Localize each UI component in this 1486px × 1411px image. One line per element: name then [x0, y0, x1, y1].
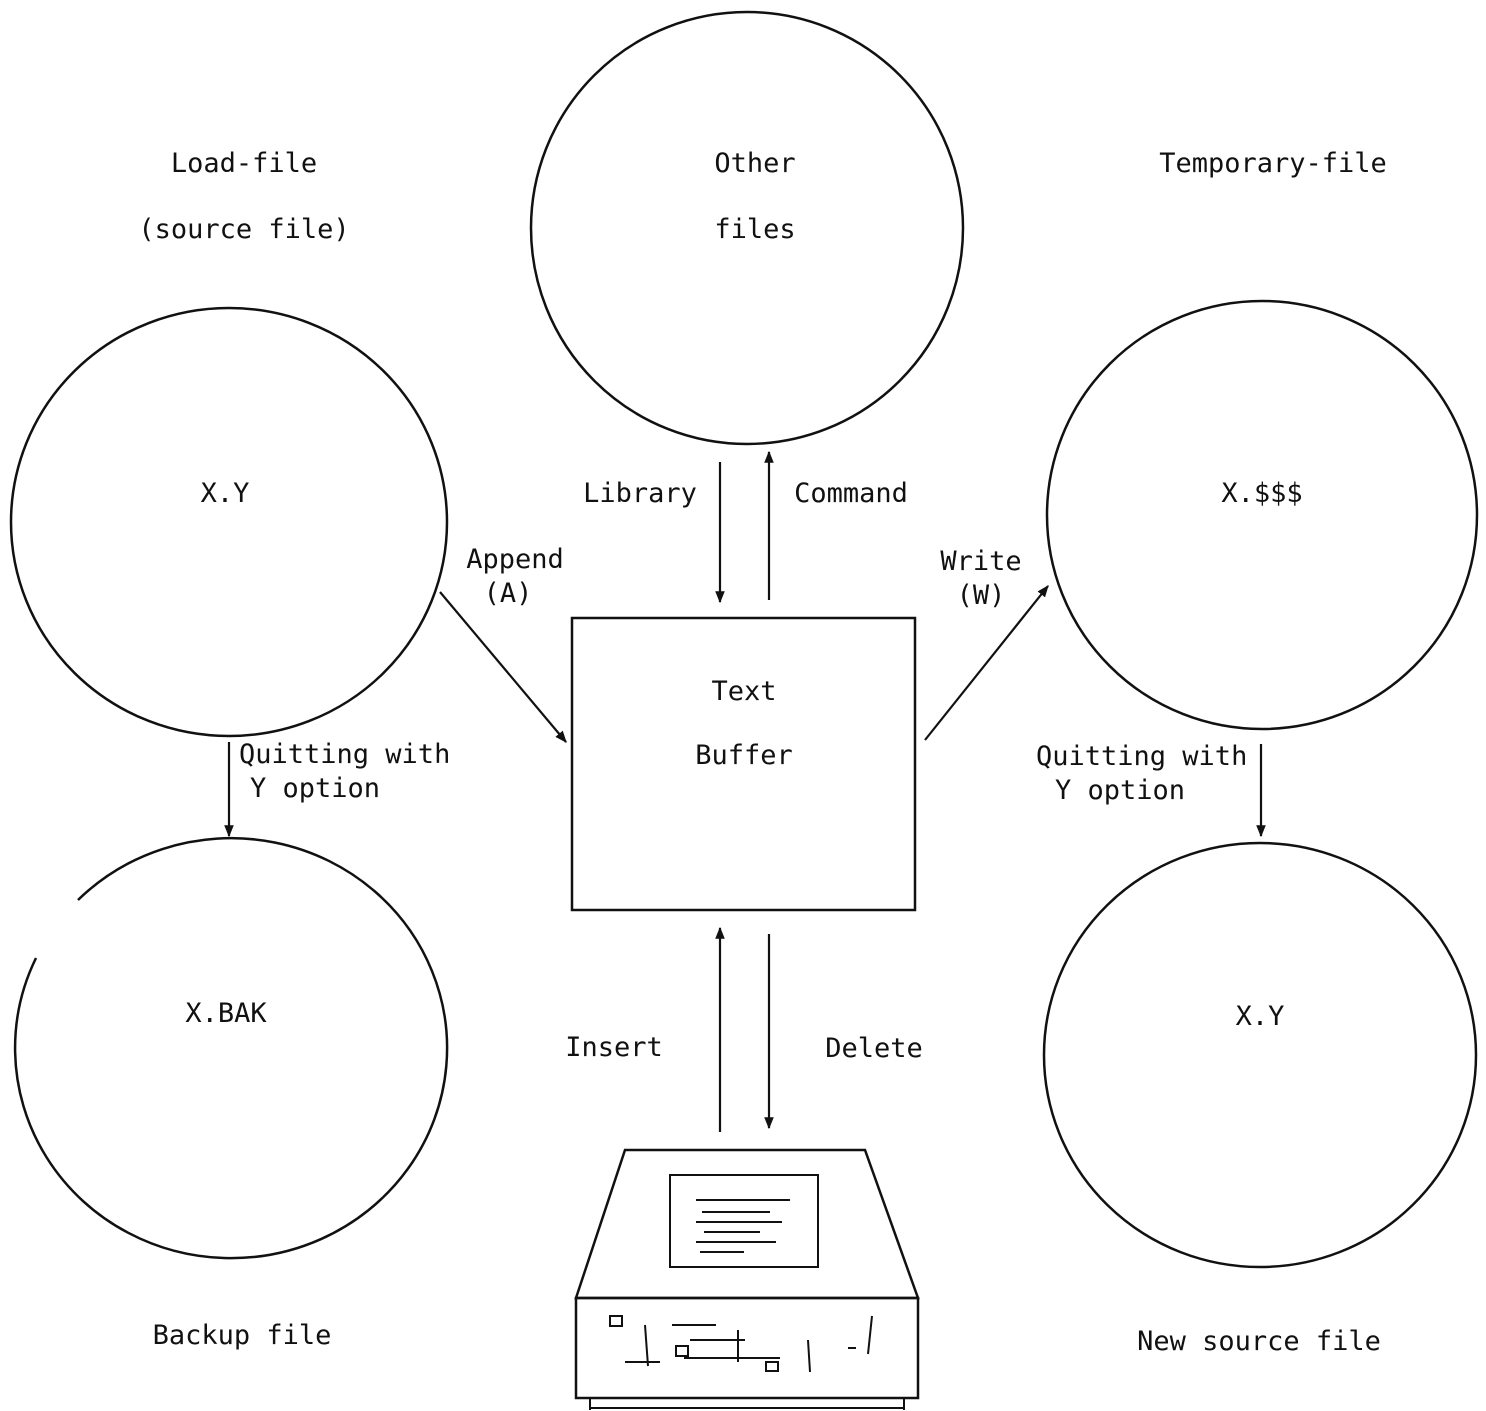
xy-source-label: X.Y	[201, 478, 250, 509]
quit-left-label-1: Quitting with	[239, 739, 450, 770]
append-arrow	[439, 591, 567, 743]
text-buffer-box	[570, 616, 917, 912]
append-key-label: (A)	[484, 578, 533, 609]
library-label: Library	[583, 478, 697, 509]
text-label: Text	[711, 676, 776, 707]
insert-label: Insert	[565, 1032, 663, 1063]
backup-file-circle	[13, 836, 449, 1260]
other-label: Other	[714, 148, 795, 179]
append-label: Append	[466, 544, 564, 575]
x-sss-label: X.$$$	[1221, 478, 1302, 509]
x-bak-label: X.BAK	[185, 998, 267, 1029]
load-file-circle	[9, 306, 449, 738]
source-file-label: (source file)	[138, 214, 349, 245]
temporary-file-label: Temporary-file	[1159, 148, 1387, 179]
new-source-file-label: New source file	[1137, 1326, 1381, 1357]
delete-label: Delete	[825, 1033, 923, 1064]
write-label: Write	[940, 546, 1021, 577]
quit-right-label-2: Y option	[1055, 775, 1185, 806]
other-files-circle	[529, 10, 965, 446]
xy-new-label: X.Y	[1236, 1001, 1285, 1032]
computer-terminal-icon	[574, 1148, 920, 1410]
backup-file-label: Backup file	[153, 1320, 332, 1351]
load-file-label: Load-file	[171, 148, 317, 179]
write-key-label: (W)	[957, 580, 1006, 611]
buffer-label: Buffer	[695, 740, 793, 771]
quit-right-label-1: Quitting with	[1036, 741, 1247, 772]
command-label: Command	[794, 478, 908, 509]
write-arrow	[924, 585, 1049, 741]
new-source-file-circle	[1042, 841, 1478, 1269]
files-label: files	[714, 214, 795, 245]
temporary-file-circle	[1045, 299, 1479, 731]
quit-left-label-2: Y option	[250, 773, 380, 804]
